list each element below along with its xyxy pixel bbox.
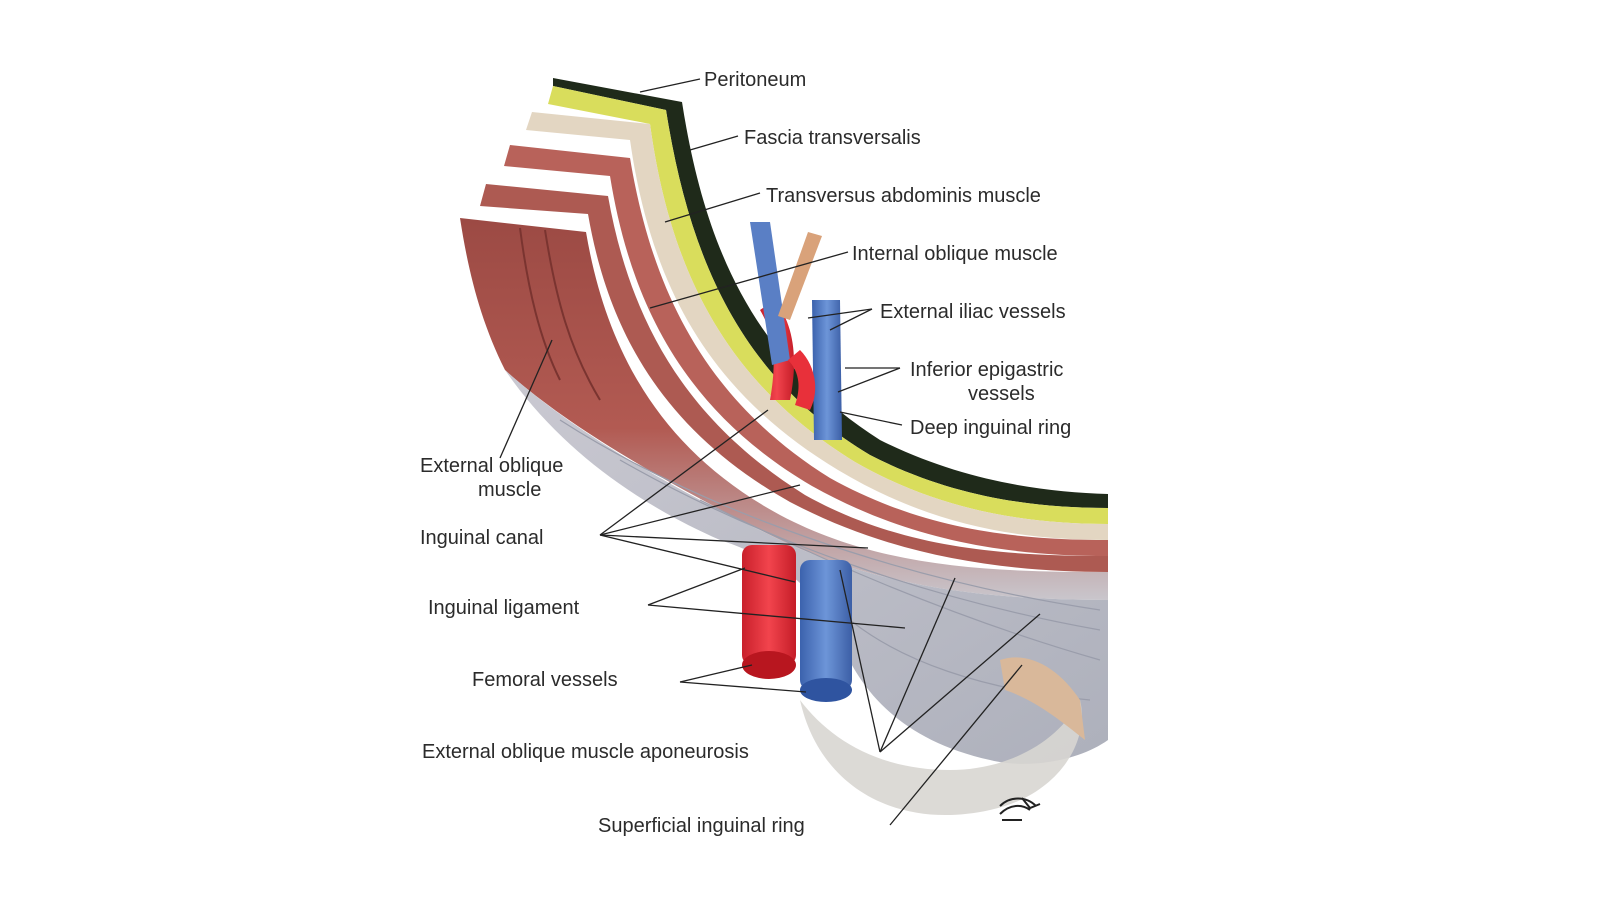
transversus-abdominis-layer <box>504 145 1108 556</box>
label-internal-oblique: Internal oblique muscle <box>852 243 1058 265</box>
spermatic-cord <box>1000 657 1085 740</box>
vessels <box>742 222 852 702</box>
internal-oblique-layer <box>480 184 1108 572</box>
labels: Peritoneum Fascia transversalis Transver… <box>420 69 1071 837</box>
label-peritoneum: Peritoneum <box>704 69 806 91</box>
label-external-oblique: External oblique <box>420 455 563 477</box>
inferior-epigastric-vessels <box>750 222 790 365</box>
label-superficial-inguinal-ring: Superficial inguinal ring <box>598 815 805 837</box>
label-inguinal-canal: Inguinal canal <box>420 527 543 549</box>
femoral-artery-end <box>742 651 796 679</box>
label-inferior-epigastric: Inferior epigastric <box>910 359 1063 381</box>
label-external-oblique-muscle: muscle <box>478 479 541 501</box>
label-external-oblique-aponeurosis: External oblique muscle aponeurosis <box>422 741 749 763</box>
femoral-vein-end <box>800 678 852 702</box>
leader-lines <box>499 78 1041 826</box>
peritoneum-layer <box>553 78 1108 508</box>
femoral-artery <box>742 545 796 665</box>
pale-fascia-layer <box>526 112 1108 540</box>
label-femoral-vessels: Femoral vessels <box>472 669 618 691</box>
inferior-epigastric-artery <box>788 350 816 410</box>
muscle-edge-line <box>519 227 561 381</box>
label-inferior-epigastric-vessels: vessels <box>968 383 1035 405</box>
external-iliac-vein <box>812 300 842 440</box>
superficial-inguinal-ring-loop <box>800 700 1082 816</box>
eye-icon <box>999 797 1041 821</box>
cord-vessel <box>778 232 822 320</box>
femoral-vein <box>800 560 852 690</box>
label-fascia-transversalis: Fascia transversalis <box>744 127 921 149</box>
label-external-iliac-vessels: External iliac vessels <box>880 301 1066 323</box>
muscle-edge-line <box>544 229 601 401</box>
label-transversus-abdominis: Transversus abdominis muscle <box>766 185 1041 207</box>
label-deep-inguinal-ring: Deep inguinal ring <box>910 417 1071 439</box>
label-inguinal-ligament: Inguinal ligament <box>428 597 580 619</box>
